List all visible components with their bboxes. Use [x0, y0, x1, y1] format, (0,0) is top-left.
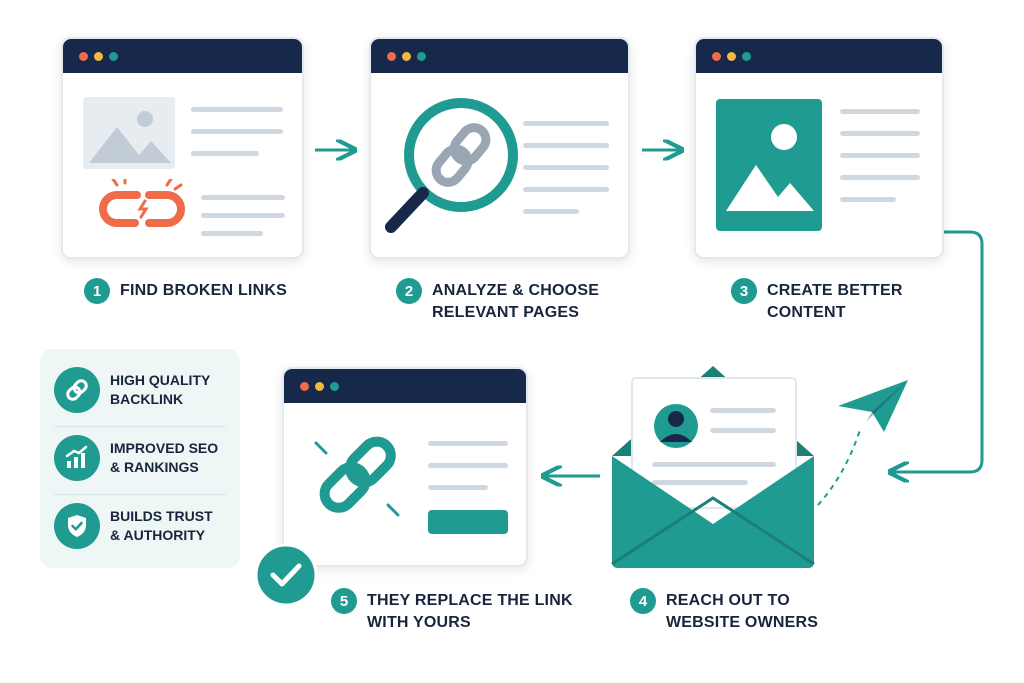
paper-plane-trail: [817, 429, 861, 506]
step-3: 3 CREATE BETTER CONTENT: [731, 278, 903, 324]
close-dot-icon: [79, 52, 88, 61]
step-label: ANALYZE & CHOOSE RELEVANT PAGES: [432, 282, 600, 321]
broken-link-icon: [99, 179, 185, 227]
window-titlebar: [63, 39, 302, 73]
text-line: [523, 209, 579, 214]
step-label: FIND BROKEN LINKS: [120, 282, 287, 299]
maximize-dot-icon: [742, 52, 751, 61]
text-line: [840, 153, 920, 158]
check-circle-icon: [254, 543, 318, 607]
step-1: 1 FIND BROKEN LINKS: [84, 278, 287, 304]
close-dot-icon: [387, 52, 396, 61]
step-2: 2 ANALYZE & CHOOSE RELEVANT PAGES: [396, 278, 599, 324]
link-button-placeholder: [428, 510, 508, 534]
close-dot-icon: [712, 52, 721, 61]
text-line: [201, 213, 285, 218]
minimize-dot-icon: [315, 382, 324, 391]
divider: [54, 426, 226, 427]
benefit-trust: BUILDS TRUST & AUTHORITY: [54, 503, 213, 549]
text-line: [191, 151, 259, 156]
window-find-broken-links: [61, 37, 304, 259]
divider: [54, 494, 226, 495]
window-titlebar: [696, 39, 942, 73]
minimize-dot-icon: [94, 52, 103, 61]
image-placeholder-icon: [83, 97, 175, 169]
paper-plane-icon: [838, 380, 908, 432]
step-number: 5: [331, 588, 357, 614]
text-line: [428, 485, 488, 490]
text-line: [191, 107, 283, 112]
step-5: 5 THEY REPLACE THE LINK WITH YOURS: [331, 588, 573, 634]
text-line: [523, 143, 609, 148]
text-line: [523, 187, 609, 192]
image-icon: [716, 99, 822, 231]
window-analyze-pages: [369, 37, 630, 259]
envelope-icon: [611, 366, 815, 568]
text-line: [840, 175, 920, 180]
text-line: [523, 121, 609, 126]
window-link-replaced: [282, 367, 528, 567]
step-number: 2: [396, 278, 422, 304]
maximize-dot-icon: [417, 52, 426, 61]
benefit-backlink: HIGH QUALITY BACKLINK: [54, 367, 210, 413]
window-titlebar: [371, 39, 628, 73]
window-create-content: [694, 37, 944, 259]
link-icon: [314, 436, 400, 517]
magnifier-link-icon: [385, 98, 518, 233]
text-line: [428, 441, 508, 446]
chart-up-icon: [54, 435, 100, 481]
benefit-label: IMPROVED SEO & RANKINGS: [110, 440, 219, 475]
benefits-panel: HIGH QUALITY BACKLINK IMPROVED SEO & RAN…: [40, 349, 240, 568]
minimize-dot-icon: [402, 52, 411, 61]
text-line: [191, 129, 283, 134]
text-line: [523, 165, 609, 170]
benefit-label: HIGH QUALITY BACKLINK: [110, 372, 211, 407]
step-number: 1: [84, 278, 110, 304]
shield-check-icon: [54, 503, 100, 549]
step-label: THEY REPLACE THE LINK WITH YOURS: [367, 592, 573, 631]
text-line: [428, 463, 508, 468]
link-icon: [54, 367, 100, 413]
benefit-seo: IMPROVED SEO & RANKINGS: [54, 435, 218, 481]
close-dot-icon: [300, 382, 309, 391]
window-titlebar: [284, 369, 526, 403]
text-line: [201, 231, 263, 236]
maximize-dot-icon: [109, 52, 118, 61]
arrow-3-to-4: [892, 230, 984, 472]
benefit-label: BUILDS TRUST & AUTHORITY: [110, 508, 213, 543]
text-line: [840, 109, 920, 114]
step-number: 3: [731, 278, 757, 304]
text-line: [201, 195, 285, 200]
text-line: [840, 197, 896, 202]
minimize-dot-icon: [727, 52, 736, 61]
step-label: REACH OUT TO WEBSITE OWNERS: [666, 592, 819, 631]
step-number: 4: [630, 588, 656, 614]
text-line: [840, 131, 920, 136]
step-label: CREATE BETTER CONTENT: [767, 282, 903, 321]
step-4: 4 REACH OUT TO WEBSITE OWNERS: [630, 588, 818, 634]
maximize-dot-icon: [330, 382, 339, 391]
